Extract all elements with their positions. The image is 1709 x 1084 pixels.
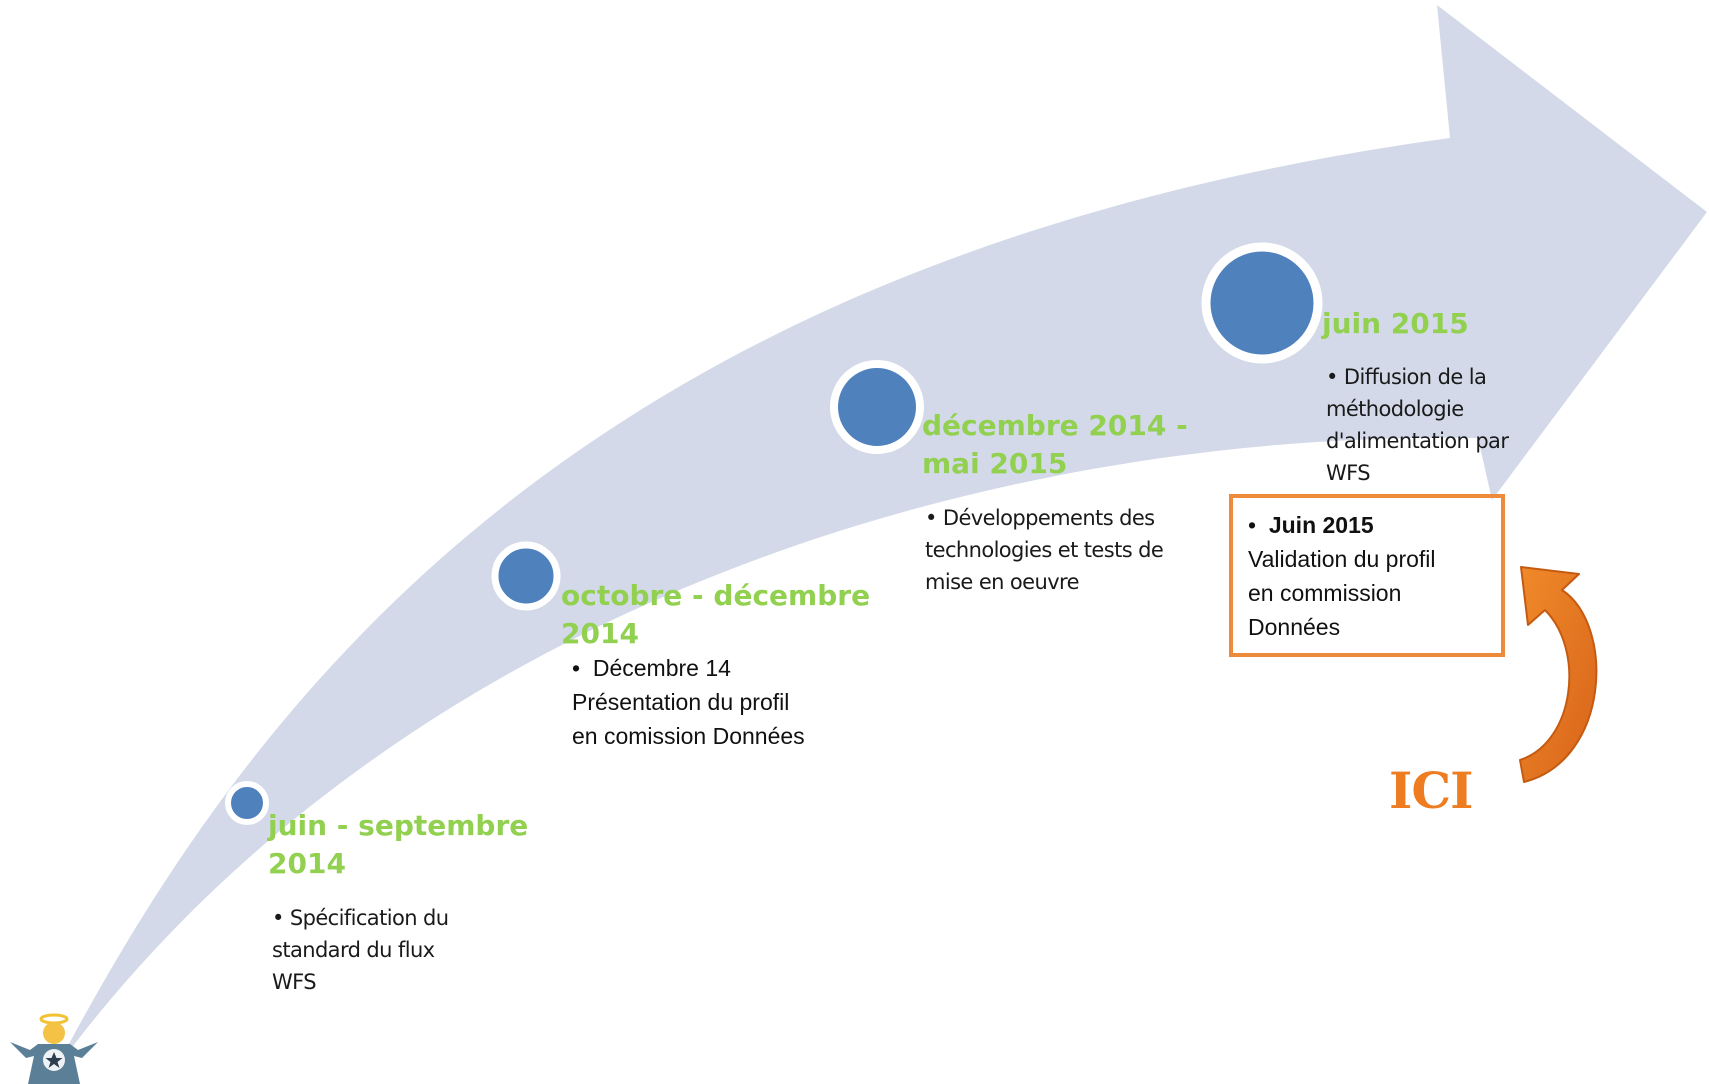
milestone-title-2: octobre - décembre 2014 bbox=[561, 579, 871, 650]
milestone-dot-2 bbox=[491, 541, 561, 611]
milestone-list-4: Diffusion de la méthodologie d'alimentat… bbox=[1326, 361, 1509, 489]
milestone-dot-1 bbox=[225, 781, 269, 825]
milestone-title-4: juin 2015 bbox=[1322, 307, 1469, 340]
curved-arrow-icon bbox=[1519, 566, 1598, 783]
milestone-dot-3 bbox=[830, 360, 924, 454]
milestone-bullet: Spécification du standard du flux WFS bbox=[272, 902, 449, 998]
milestone-note-2: Décembre 14 Présentation du profil en co… bbox=[572, 651, 805, 753]
ici-label: ICI bbox=[1389, 761, 1474, 820]
callout-box bbox=[1229, 494, 1505, 657]
note-body: Présentation du profil en comission Donn… bbox=[572, 689, 805, 749]
milestone-bullet: Diffusion de la méthodologie d'alimentat… bbox=[1326, 361, 1509, 489]
milestone-list-3: Développements des technologies et tests… bbox=[925, 502, 1164, 598]
milestone-bullet: Développements des technologies et tests… bbox=[925, 502, 1164, 598]
milestone-title-3: décembre 2014 - mai 2015 bbox=[922, 409, 1188, 480]
note-head: Décembre 14 bbox=[572, 651, 805, 685]
callout-head-text: Juin 2015 bbox=[1248, 512, 1374, 538]
callout-head: Juin 2015 bbox=[1248, 508, 1436, 542]
milestone-list-1: Spécification du standard du flux WFS bbox=[272, 902, 449, 998]
milestone-title-1: juin - septembre 2014 bbox=[268, 809, 529, 880]
callout-body: Validation du profil en commission Donné… bbox=[1248, 546, 1436, 640]
milestone-dot-4 bbox=[1201, 242, 1323, 364]
note-head-text: Décembre 14 bbox=[572, 655, 731, 681]
callout-text: Juin 2015 Validation du profil en commis… bbox=[1248, 508, 1436, 644]
angel-mascot-icon bbox=[10, 1013, 98, 1084]
